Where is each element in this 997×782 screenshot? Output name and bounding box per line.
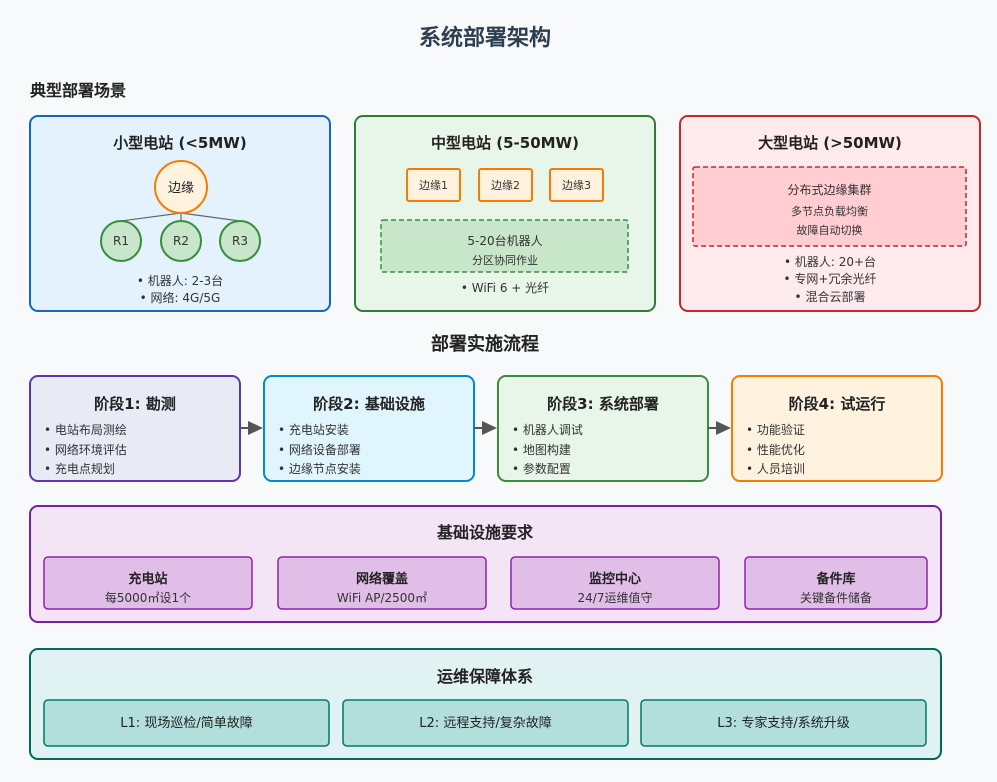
robot-node-r3	[219, 220, 261, 262]
edge-to-r3-link	[180, 212, 241, 222]
infra-item-detail: WiFi AP/2500㎡	[337, 591, 427, 605]
stage-4-title: 阶段4: 试运行	[789, 395, 886, 413]
stage-4-item: • 性能优化	[746, 443, 805, 457]
infra-item-name: 网络覆盖	[356, 571, 408, 587]
medium-station-bullet: • WiFi 6 + 光纤	[461, 281, 549, 295]
robot-node-r1-label: R1	[113, 234, 129, 248]
edge-to-r1-link	[120, 212, 182, 222]
edge-node-2	[478, 168, 533, 202]
ops-level-1	[43, 699, 330, 747]
operations-panel: 运维保障体系 L1: 现场巡检/简单故障 L2: 远程支持/复杂故障 L3: 专…	[29, 648, 942, 760]
infra-item-detail: 关键备件储备	[800, 590, 872, 605]
robot-node-r1	[100, 220, 142, 262]
large-station-title: 大型电站 (>50MW)	[758, 134, 902, 152]
infra-item-name: 监控中心	[589, 571, 641, 587]
ops-level-3	[640, 699, 927, 747]
infrastructure-heading: 基础设施要求	[436, 523, 534, 542]
edge-cluster-title: 分布式边缘集群	[787, 182, 871, 197]
operations-heading: 运维保障体系	[437, 667, 533, 686]
infra-item-network-coverage	[277, 556, 487, 610]
stage-2-item: • 网络设备部署	[278, 442, 361, 457]
robot-zone-desc: 分区协同作业	[472, 253, 538, 267]
edge-cluster	[692, 166, 967, 247]
medium-station-title: 中型电站 (5-50MW)	[431, 134, 579, 152]
robot-node-r3-label: R3	[232, 234, 248, 248]
edge-node-3-label: 边缘3	[562, 179, 591, 192]
stage-2-to-3-arrow-head	[482, 421, 497, 435]
stage-4-item: • 功能验证	[746, 422, 805, 437]
stage-3-title: 阶段3: 系统部署	[547, 395, 659, 413]
ops-level-2	[342, 699, 629, 747]
ops-level-2-label: L2: 远程支持/复杂故障	[419, 716, 551, 731]
robot-node-r2-label: R2	[173, 234, 189, 248]
stage-1-card: 阶段1: 勘测 • 电站布局测绘 • 网络环境评估 • 充电点规划	[29, 375, 241, 482]
edge-node-1	[406, 168, 461, 202]
edge-node	[154, 160, 208, 214]
stage-2-card: 阶段2: 基础设施 • 充电站安装 • 网络设备部署 • 边缘节点安装	[263, 375, 475, 482]
ops-level-3-label: L3: 专家支持/系统升级	[717, 715, 849, 731]
process-heading: 部署实施流程	[431, 333, 539, 355]
stage-3-to-4-arrow-head	[716, 421, 731, 435]
stage-4-frame	[731, 375, 943, 482]
edge-node-2-label: 边缘2	[491, 179, 520, 192]
stage-3-card: 阶段3: 系统部署 • 机器人调试 • 地图构建 • 参数配置	[497, 375, 709, 482]
infra-item-name: 充电站	[128, 571, 167, 587]
small-station-card: 小型电站 (<5MW) 边缘 R1 R2 R3 • 机器人: 2-3台 • 网络…	[29, 115, 331, 312]
stage-2-item: • 充电站安装	[278, 422, 349, 437]
stage-1-item: • 充电点规划	[44, 461, 115, 476]
stage-2-title: 阶段2: 基础设施	[313, 395, 425, 413]
large-station-bullet: • 机器人: 20+台	[784, 254, 876, 269]
stage-1-item: • 网络环境评估	[44, 442, 127, 457]
stage-4-card: 阶段4: 试运行 • 功能验证 • 性能优化 • 人员培训	[731, 375, 943, 482]
infra-item-spare-parts	[744, 556, 928, 610]
infra-item-charging-station	[43, 556, 253, 610]
large-station-bullet: • 专网+冗余光纤	[784, 271, 877, 286]
scenarios-heading: 典型部署场景	[30, 81, 126, 100]
stage-1-to-2-arrow-head	[248, 421, 263, 435]
infra-item-name: 备件库	[815, 571, 855, 587]
small-station-bullet: • 机器人: 2-3台	[137, 273, 223, 288]
edge-node-label: 边缘	[168, 181, 194, 196]
ops-level-1-label: L1: 现场巡检/简单故障	[120, 715, 252, 731]
small-station-title: 小型电站 (<5MW)	[113, 134, 246, 152]
page-title: 系统部署架构	[419, 25, 551, 51]
stage-4-item: • 人员培训	[746, 461, 805, 476]
stage-3-item: • 地图构建	[512, 442, 571, 457]
edge-cluster-feature: 故障自动切换	[797, 223, 863, 237]
edge-node-1-label: 边缘1	[419, 179, 448, 192]
stage-1-item: • 电站布局测绘	[44, 422, 127, 437]
stage-3-item: • 参数配置	[512, 461, 571, 476]
large-station-bullet: • 混合云部署	[795, 289, 866, 304]
stage-3-item: • 机器人调试	[512, 422, 583, 437]
infra-item-detail: 每5000㎡设1个	[105, 590, 191, 605]
infra-item-detail: 24/7运维值守	[578, 590, 653, 605]
robot-zone-count: 5-20台机器人	[467, 233, 542, 248]
stage-2-item: • 边缘节点安装	[278, 461, 361, 476]
edge-node-3	[549, 168, 604, 202]
robot-zone-cluster	[380, 219, 629, 273]
large-station-card: 大型电站 (>50MW) 分布式边缘集群 多节点负载均衡 故障自动切换 • 机器…	[679, 115, 981, 312]
infrastructure-panel: 基础设施要求 充电站 每5000㎡设1个 网络覆盖 WiFi AP/2500㎡ …	[29, 505, 942, 623]
infra-item-monitoring-center	[510, 556, 720, 610]
stage-1-title: 阶段1: 勘测	[94, 395, 176, 413]
edge-cluster-feature: 多节点负载均衡	[791, 204, 868, 218]
small-station-bullet: • 网络: 4G/5G	[140, 290, 221, 305]
robot-node-r2	[160, 220, 202, 262]
medium-station-card: 中型电站 (5-50MW) 边缘1 边缘2 边缘3 5-20台机器人 分区协同作…	[354, 115, 656, 312]
